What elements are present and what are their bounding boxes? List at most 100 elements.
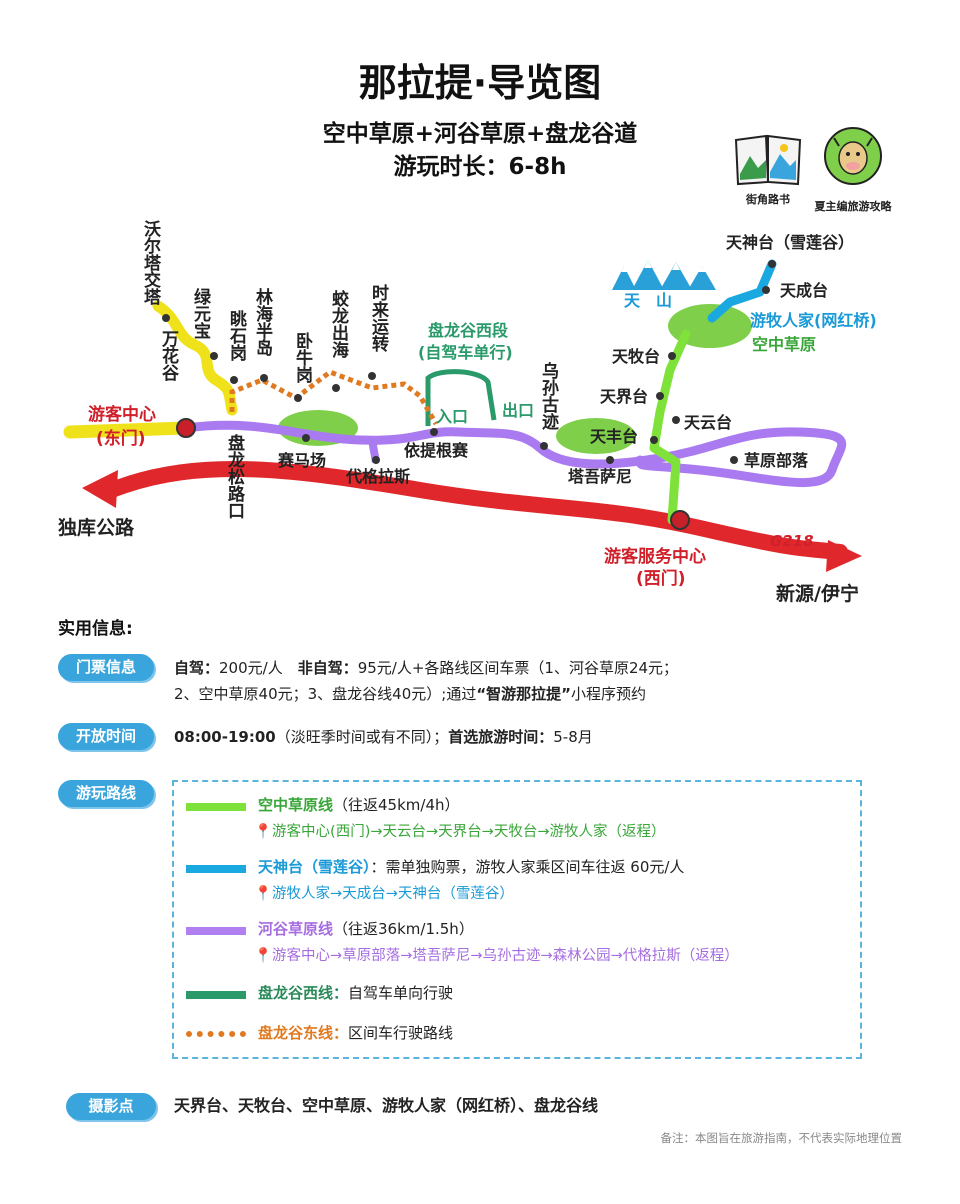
photo-tag: 摄影点 <box>66 1093 156 1120</box>
label-tiaoshigang: 眺石岗 <box>226 309 248 362</box>
ticket-line-2: 2、空中草原40元；3、盘龙谷线40元）;通过“智游那拉提”小程序预约 <box>174 684 646 704</box>
label-east-gate: (东门) <box>96 428 146 449</box>
route-desc: 区间车行驶路线 <box>348 1024 454 1042</box>
route-swatch-tianshen <box>186 865 246 873</box>
label-exit: 出口 <box>502 401 534 420</box>
route-path-valley: 📍游客中心→草原部落→塔吾萨尼→乌孙古迹→森林公园→代格拉斯（返程） <box>254 948 739 964</box>
label-tianmu: 天牧台 <box>612 347 660 366</box>
ticket-self-drive-label: 自驾： <box>174 659 220 677</box>
ticket-line-1: 自驾：200元/人 非自驾：95元/人+各路线区间车票（1、河谷草原24元； <box>174 658 678 678</box>
logo2-text: 夏主编旅游攻略 <box>814 200 892 213</box>
panlonggu-west-line <box>425 369 497 426</box>
label-duku: 独库公路 <box>58 516 135 539</box>
hours-tag: 开放时间 <box>58 723 154 750</box>
label-tianshen: 天神台（雪莲谷） <box>726 233 854 252</box>
route-item-tianshen: 天神台（雪莲谷）：需单独购票，游牧人家乘区间车往返 60元/人 <box>258 856 684 877</box>
hill-tawusani <box>556 418 636 454</box>
route-desc: （往返45km/4h） <box>333 796 460 814</box>
road-arrow-right <box>826 540 862 572</box>
route-map: 沃尔塔交塔 绿元宝 万花谷 眺石岗 林海半岛 卧牛岗 蛟龙出海 时来运转 乌孙古… <box>58 219 877 605</box>
visitor-center-west-marker <box>670 510 690 530</box>
footnote: 备注：本图旨在旅游指南，不代表实际地理位置 <box>660 1131 903 1145</box>
route-swatch-panlong-east <box>186 1031 246 1037</box>
route-name: 空中草原线 <box>258 796 334 814</box>
photo-spots-text: 天界台、天牧台、空中草原、游牧人家（网红桥）、盘龙谷线 <box>174 1096 599 1115</box>
label-xinyuan: 新源/伊宁 <box>776 582 859 605</box>
label-tianfeng: 天丰台 <box>590 427 638 446</box>
route-desc: （往返36km/1.5h） <box>333 920 474 938</box>
route-desc: ：需单独购票，游牧人家乘区间车往返 60元/人 <box>370 858 685 876</box>
label-panlongsong: 盘龙松路口 <box>224 433 246 519</box>
yellow-branch <box>152 300 238 416</box>
label-woniugang: 卧牛岗 <box>292 332 313 384</box>
best-season-label: 首选旅游时间： <box>448 728 554 746</box>
route-swatch-sky <box>186 803 246 811</box>
logo-jiejiao: 街角路书 <box>732 132 804 206</box>
label-jiaolongchuhai: 蛟龙出海 <box>328 289 350 359</box>
route-name: 天神台（雪莲谷） <box>258 858 371 876</box>
poi-dots <box>162 260 776 464</box>
label-lvyuanbao: 绿元宝 <box>190 287 211 339</box>
tianshan-mountains <box>612 260 716 290</box>
label-self-drive: (自驾车单行) <box>418 343 513 362</box>
ticket-nonself-price: 95元/人+各路线区间车票（1、河谷草原24元； <box>357 659 679 677</box>
route-item-panlong-east: 盘龙谷东线：区间车行驶路线 <box>258 1022 453 1043</box>
cow-logo-icon <box>824 127 882 185</box>
label-saimachang: 赛马场 <box>277 451 326 470</box>
label-g218: G218 <box>770 532 814 550</box>
route-name: 河谷草原线 <box>258 920 334 938</box>
label-yitigensai: 依提根赛 <box>404 441 469 460</box>
label-visitor-center: 游客中心 <box>88 404 156 425</box>
page-title: 那拉提·导览图 <box>358 61 602 105</box>
logo-xiazhubian: 夏主编旅游攻略 <box>812 126 894 213</box>
tianshen-route-line <box>707 259 777 323</box>
route-item-sky: 空中草原线（往返45km/4h） <box>258 794 460 815</box>
ticket-reserve: 小程序预约 <box>571 685 647 703</box>
hours-line: 08:00-19:00（淡旺季时间或有不同）；首选旅游时间：5-8月 <box>174 727 593 747</box>
route-swatch-panlong-west <box>186 991 246 999</box>
duration-text: 游玩时长：6-8h <box>393 154 567 180</box>
route-path-tianshen: 📍游牧人家→天成台→天神台（雪莲谷） <box>254 886 514 902</box>
route-desc: 自驾车单向行驶 <box>348 984 454 1002</box>
route-item-valley: 河谷草原线（往返36km/1.5h） <box>258 918 474 939</box>
label-shilaiyunzhuan: 时来运转 <box>368 284 390 353</box>
label-wusun: 乌孙古迹 <box>538 361 559 431</box>
visitor-center-east-marker <box>176 418 196 438</box>
main-road <box>82 461 862 572</box>
logo1-text: 街角路书 <box>746 193 790 206</box>
label-service-center: 游客服务中心 <box>604 546 706 567</box>
label-linhaibandao: 林海半岛 <box>252 287 273 357</box>
label-daigelasi: 代格拉斯 <box>345 467 410 486</box>
label-tianshan: 天 山 <box>624 291 672 310</box>
routes-tag: 游玩路线 <box>58 780 154 807</box>
label-entrance: 入口 <box>436 407 468 426</box>
routes-legend-box: 空中草原线（往返45km/4h） 📍游客中心(西门)→天云台→天界台→天牧台→游… <box>172 780 862 1059</box>
hours-time: 08:00-19:00 <box>174 728 276 746</box>
ticket-tag: 门票信息 <box>58 654 154 681</box>
label-tiancheng: 天成台 <box>780 281 828 300</box>
label-youmu: 游牧人家(网红桥) <box>750 311 877 330</box>
label-tianjie: 天界台 <box>600 387 648 406</box>
ticket-nonself-label: 非自驾： <box>297 659 358 677</box>
label-caoyuanbuluo: 草原部落 <box>744 451 809 470</box>
label-kongzhong: 空中草原 <box>752 335 816 354</box>
label-tawusani: 塔吾萨尼 <box>568 467 632 486</box>
panlonggu-east-line <box>229 369 439 426</box>
label-tianyun: 天云台 <box>684 413 732 432</box>
label-panlonggu-west: 盘龙谷西段 <box>428 321 509 340</box>
label-west-gate: (西门) <box>636 568 686 589</box>
info-section-title: 实用信息: <box>58 619 133 639</box>
label-wuertajiaota: 沃尔塔交塔 <box>140 219 161 306</box>
route-name: 盘龙谷东线： <box>258 1024 349 1042</box>
hours-note: （淡旺季时间或有不同）； <box>275 728 449 746</box>
route-swatch-valley <box>186 927 246 935</box>
page-subtitle: 空中草原+河谷草原+盘龙谷道 <box>322 121 638 147</box>
road-arrow-left <box>82 470 118 508</box>
ticket-miniprogram: “智游那拉提” <box>476 685 572 703</box>
ticket-self-drive-price: 200元/人 <box>219 659 298 677</box>
ticket-line2-prices: 2、空中草原40元；3、盘龙谷线40元）;通过 <box>174 685 477 703</box>
route-name: 盘龙谷西线： <box>258 984 349 1002</box>
valley-route-line <box>181 420 847 488</box>
yellow-entry-road <box>63 421 192 439</box>
book-logo-icon <box>734 134 802 186</box>
